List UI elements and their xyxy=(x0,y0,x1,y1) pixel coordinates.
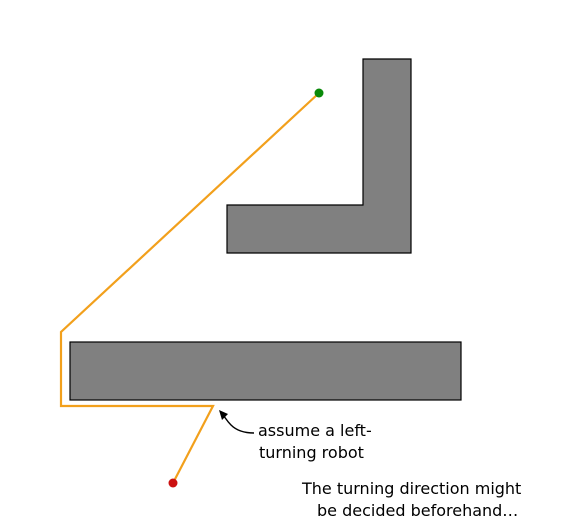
annotation-arrow xyxy=(219,410,255,434)
l-shaped-obstacle xyxy=(226,58,412,254)
robot-path xyxy=(59,92,320,484)
annotation-line-1: assume a left- xyxy=(258,421,372,440)
goal-point xyxy=(168,478,178,488)
horizontal-obstacle xyxy=(69,341,462,401)
start-point xyxy=(314,88,324,98)
caption-line-2: be decided beforehand… xyxy=(317,501,518,520)
caption-line-1: The turning direction might xyxy=(301,479,521,498)
annotation-line-2: turning robot xyxy=(259,443,364,462)
